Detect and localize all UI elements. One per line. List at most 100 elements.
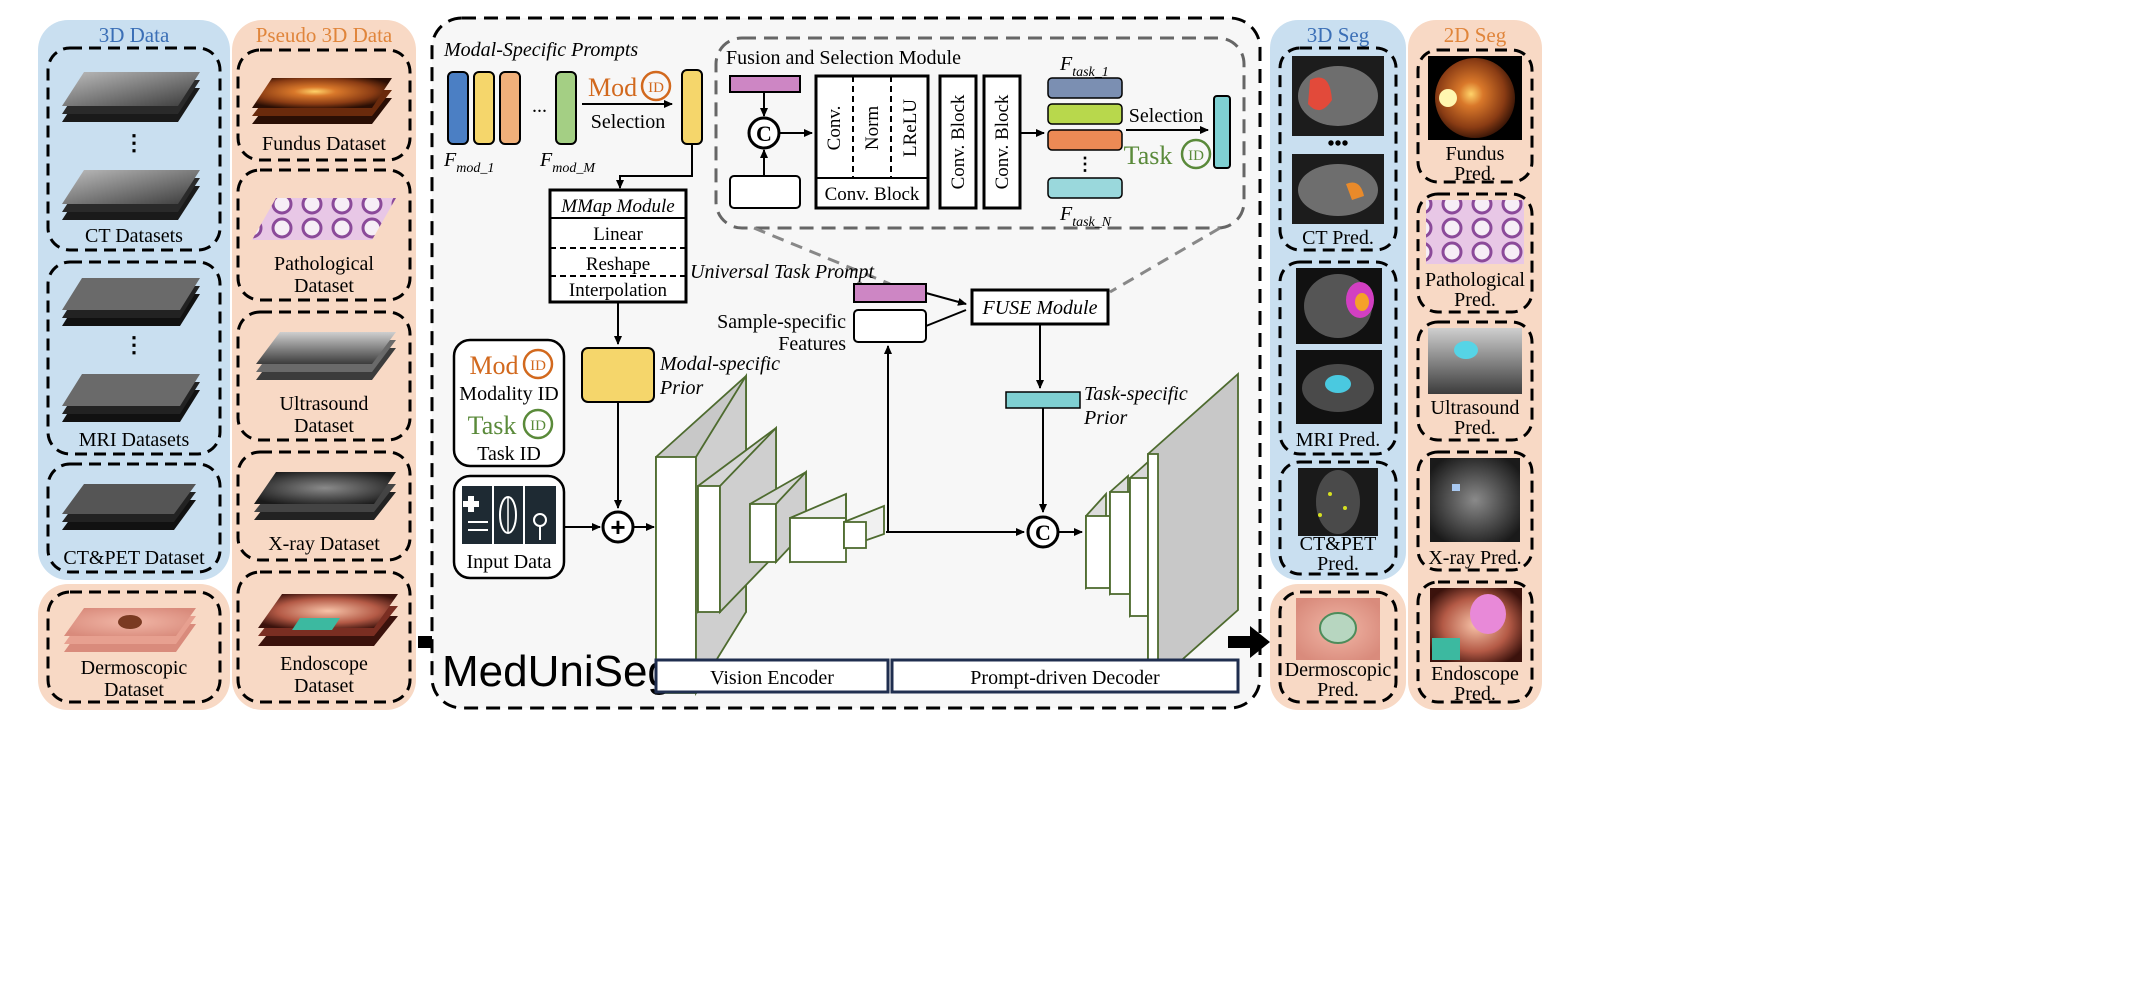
selection-label: Selection bbox=[591, 111, 665, 133]
label-endo-pred-1: Endoscope bbox=[1431, 663, 1519, 685]
group-xray-pred bbox=[1416, 450, 1534, 572]
patho-slab bbox=[252, 198, 396, 240]
mmap-module bbox=[548, 188, 688, 304]
modal-prompts-title: Modal-Specific Prompts bbox=[443, 39, 638, 61]
label-endo-pred-2: Pred. bbox=[1454, 683, 1496, 705]
label-xray-dataset: X-ray Dataset bbox=[268, 533, 380, 555]
label-us-pred-2: Pred. bbox=[1454, 417, 1496, 439]
mmap-linear: Linear bbox=[593, 224, 643, 245]
f-task-1: Ftask_1 bbox=[1059, 53, 1109, 80]
xray-stack bbox=[254, 472, 396, 520]
label-ctpet-pred-2: Pred. bbox=[1317, 553, 1359, 575]
zoom-line-right bbox=[1109, 226, 1221, 294]
group-ctpet-pred bbox=[1278, 460, 1398, 576]
universal-prompt-bar bbox=[853, 283, 927, 303]
label-xray-pred: X-ray Pred. bbox=[1428, 547, 1521, 569]
fusion-module bbox=[714, 36, 1246, 230]
app-title: MedUniSeg bbox=[442, 647, 672, 696]
group-fundus bbox=[236, 48, 412, 162]
group-endo bbox=[236, 570, 412, 704]
label-mri-datasets: MRI Datasets bbox=[79, 429, 190, 451]
modality-id-text: Modality ID bbox=[459, 383, 558, 405]
fusion-title: Fusion and Selection Module bbox=[726, 47, 961, 69]
label-ct-pred: CT Pred. bbox=[1302, 227, 1374, 249]
ct-stack-bottom bbox=[62, 170, 200, 220]
decoder-blocks bbox=[1085, 371, 1239, 693]
title-pseudo-3d: Pseudo 3D Data bbox=[256, 23, 393, 47]
decoder-concat-c: C bbox=[1035, 520, 1051, 545]
conv-block-3 bbox=[982, 74, 1022, 210]
svg-text:•••: ••• bbox=[1327, 133, 1348, 155]
ctpet-stack bbox=[62, 484, 196, 530]
add-op-symbol: + bbox=[610, 512, 625, 542]
mod-id-badge bbox=[640, 70, 672, 102]
label-patho-2: Dataset bbox=[294, 275, 354, 297]
patho-pred-img bbox=[1426, 200, 1524, 264]
universal-task-prompt: Universal Task Prompt bbox=[690, 261, 875, 283]
group-ct-pred bbox=[1278, 46, 1398, 252]
norm-text: Norm bbox=[862, 106, 883, 151]
group-patho bbox=[236, 168, 412, 302]
prompt-to-mmap-arrow bbox=[616, 144, 693, 189]
f-task-n: Ftask_N bbox=[1059, 203, 1112, 230]
group-patho-pred bbox=[1416, 192, 1534, 314]
fundus-stack bbox=[252, 78, 392, 124]
mod-id-badge-2-text: ID bbox=[530, 358, 546, 374]
fusion-selection-label: Selection bbox=[1129, 105, 1203, 127]
dermo-stack bbox=[64, 608, 196, 652]
mod-id-badge-text: ID bbox=[648, 80, 664, 96]
prompt-bar-1 bbox=[447, 71, 469, 145]
label-mri-pred: MRI Pred. bbox=[1296, 429, 1380, 451]
label-dermo-pred-2: Pred. bbox=[1317, 679, 1359, 701]
mmap-title: MMap Module bbox=[560, 196, 674, 217]
fusion-concat-c: C bbox=[756, 121, 772, 146]
xray-pred-img bbox=[1430, 458, 1520, 542]
task-id-badge-2 bbox=[522, 408, 554, 440]
vision-encoder-blocks bbox=[655, 372, 885, 697]
mmap-reshape: Reshape bbox=[586, 254, 650, 275]
task-bar-2 bbox=[1047, 103, 1123, 125]
label-fundus-pred-2: Pred. bbox=[1454, 163, 1496, 185]
us-stack bbox=[256, 332, 396, 380]
title-3d-seg: 3D Seg bbox=[1307, 23, 1370, 47]
arrow-out-main bbox=[1228, 626, 1270, 658]
mod-id-label: Mod bbox=[588, 73, 637, 102]
task-id-text: Task ID bbox=[477, 443, 541, 465]
fundus-pred-img bbox=[1435, 58, 1515, 138]
vision-encoder-label: Vision Encoder bbox=[710, 667, 834, 689]
fusion-pink-input bbox=[729, 75, 801, 93]
prompt-bar-2 bbox=[473, 71, 495, 145]
selected-prompt bbox=[681, 69, 703, 145]
task-id-label-top: Task bbox=[1124, 141, 1173, 170]
group-endo-pred bbox=[1416, 580, 1534, 704]
task-dots: ⋮ bbox=[1076, 154, 1094, 174]
mri-stack-top bbox=[62, 278, 200, 326]
group-us-pred bbox=[1416, 320, 1534, 442]
label-fundus-dataset: Fundus Dataset bbox=[262, 133, 386, 155]
task-id-badge-top bbox=[1180, 138, 1212, 170]
group-ct bbox=[46, 46, 222, 252]
label-dermo-1: Dermoscopic bbox=[81, 657, 188, 679]
mod-id-label-2: Mod bbox=[469, 351, 518, 380]
modal-prior-label-1: Modal-specific bbox=[659, 353, 780, 375]
group-dermo bbox=[46, 590, 222, 704]
conv-block-1 bbox=[814, 74, 930, 210]
prompt-bar-3 bbox=[499, 71, 521, 145]
label-ctpet-dataset: CT&PET Dataset bbox=[63, 547, 205, 569]
f-mod-1: Fmod_1 bbox=[443, 149, 494, 176]
features-to-fuse bbox=[925, 309, 967, 327]
mri-dots: ⋮ bbox=[123, 332, 145, 357]
zoom-line-left bbox=[753, 226, 891, 286]
task-id-badge-top-text: ID bbox=[1188, 148, 1204, 164]
prompt-ellipsis: ... bbox=[532, 95, 547, 117]
modal-prior-label-2: Prior bbox=[659, 377, 704, 399]
id-box bbox=[452, 338, 566, 468]
label-dermo-pred-1: Dermoscopic bbox=[1285, 659, 1392, 681]
label-endo-2: Dataset bbox=[294, 675, 354, 697]
selected-task bbox=[1213, 95, 1231, 169]
ct-dots: ⋮ bbox=[123, 130, 145, 155]
conv-block-2-label: Conv. Block bbox=[948, 94, 969, 189]
lrelu-text: LReLU bbox=[900, 99, 921, 157]
conv-block-label: Conv. Block bbox=[825, 184, 920, 205]
